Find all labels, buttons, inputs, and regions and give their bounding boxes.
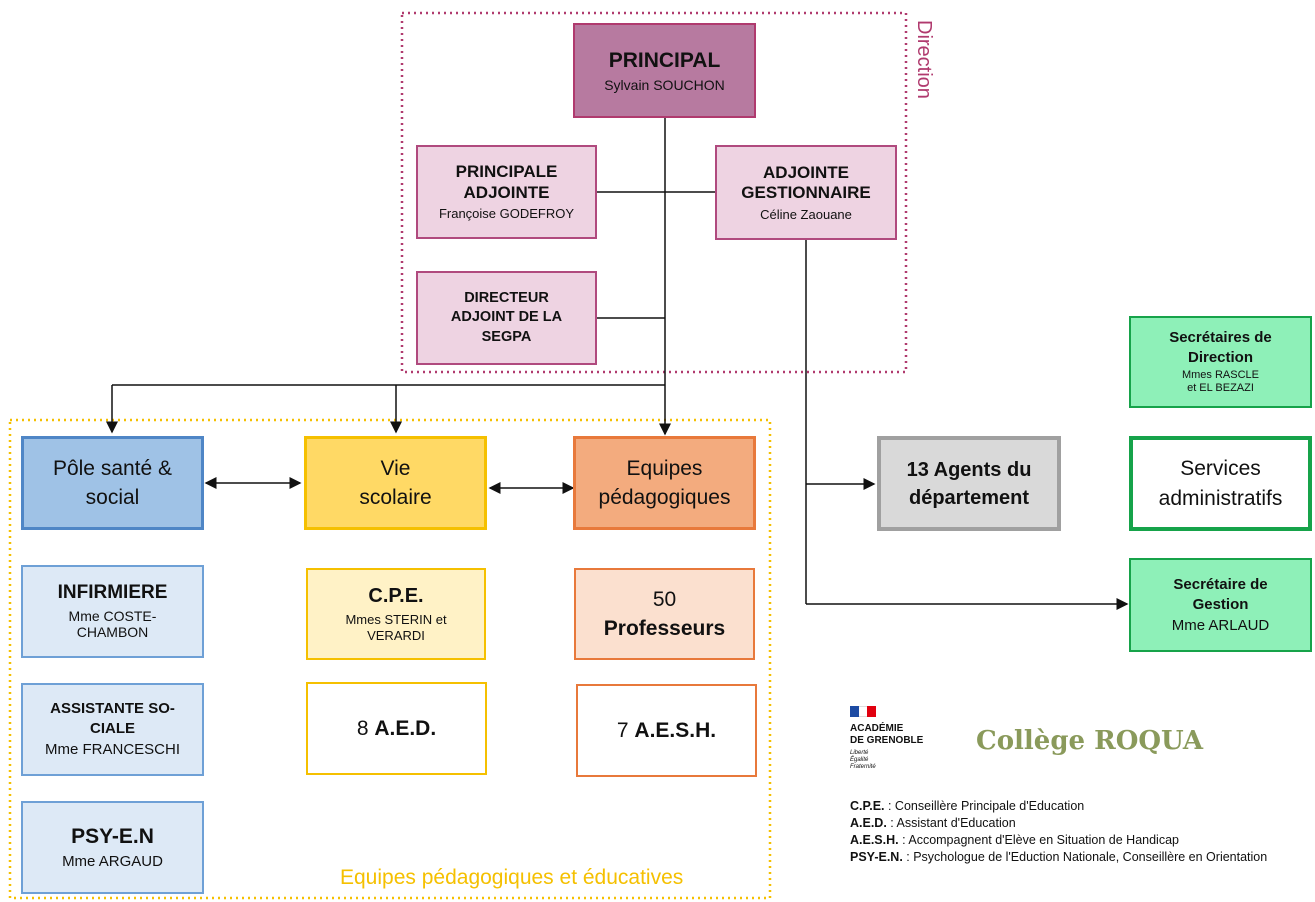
professeurs-count: 50 [652,587,677,611]
principal-name: Sylvain SOUCHON [604,76,725,93]
aed-text: 8 A.E.D. [357,716,436,741]
aed-box: 8 A.E.D. [306,682,487,775]
agents-box: 13 Agents du département [877,436,1061,531]
secretaire-gestion-line2: Gestion [1192,595,1249,613]
aesh-box: 7 A.E.S.H. [576,684,757,777]
infirmiere-name1: Mme COSTE- [68,607,157,624]
secretaire-gestion-name: Mme ARLAUD [1171,616,1270,634]
assistante-sociale-name: Mme FRANCESCHI [44,741,180,758]
directeur-segpa-box: DIRECTEUR ADJOINT DE LA SEGPA [416,271,597,365]
vie-scolaire-box: Vie scolaire [304,436,487,530]
vie-scolaire-line1: Vie [380,456,411,480]
principal-box: PRINCIPAL Sylvain SOUCHON [573,23,756,118]
agents-line1: 13 Agents du [906,458,1032,481]
aesh-label: A.E.S.H. [634,718,717,742]
adjointe-gestionnaire-box: ADJOINTE GESTIONNAIRE Céline Zaouane [715,145,897,240]
aed-label: A.E.D. [374,716,437,740]
college-logo: Collège ROQUA [976,726,1204,756]
secretaires-direction-box: Secrétaires de Direction Mmes RASCLE et … [1129,316,1312,408]
principale-adjointe-box: PRINCIPALE ADJOINTE Françoise GODEFROY [416,145,597,239]
academie-motto1: Liberté [850,750,869,756]
secretaires-direction-name2: et EL BEZAZI [1187,382,1254,394]
glossary-item: A.E.D. : Assistant d'Education [850,816,1016,830]
agents-line2: département [908,486,1030,509]
equipes-group-border [8,418,772,900]
principal-title: PRINCIPAL [608,48,721,72]
services-admin-line2: administratifs [1158,486,1283,510]
glossary-item: C.P.E. : Conseillère Principale d'Educat… [850,799,1085,813]
adjointe-gestionnaire-title2: GESTIONNAIRE [741,183,871,203]
equipes-peda-line1: Equipes [626,456,703,480]
academie-logo: ACADÉMIE DE GRENOBLE Liberté Égalité Fra… [850,706,960,776]
flag-icon [850,706,877,717]
cpe-name2: VERARDI [367,628,425,643]
directeur-segpa-line2: ADJOINT DE LA [450,309,563,326]
glossary-item: PSY-E.N. : Psychologue de l'Eduction Nat… [850,850,1268,864]
glossary: C.P.E. : Conseillère Principale d'Educat… [850,798,1315,866]
services-admin-line1: Services [1180,457,1261,481]
principale-adjointe-name: Françoise GODEFROY [438,206,575,222]
assistante-sociale-box: ASSISTANTE SO- CIALE Mme FRANCESCHI [21,683,204,776]
cpe-name1: Mmes STERIN et [345,612,447,628]
professeurs-box: 50 Professeurs [574,568,755,660]
psy-en-title: PSY-E.N [71,824,154,848]
equipes-peda-box: Equipes pédagogiques [573,436,756,530]
pole-sante-line2: social [85,486,140,509]
principale-adjointe-title2: ADJOINTE [463,182,550,202]
vie-scolaire-line2: scolaire [359,486,432,509]
directeur-segpa-line3: SEGPA [481,328,532,345]
direction-group-border [400,11,908,374]
psy-en-box: PSY-E.N Mme ARGAUD [21,801,204,894]
infirmiere-box: INFIRMIERE Mme COSTE- CHAMBON [21,565,204,658]
directeur-segpa-line1: DIRECTEUR [464,289,549,306]
assistante-sociale-title1: ASSISTANTE SO- [50,700,175,717]
principale-adjointe-title: PRINCIPALE [455,162,558,182]
secretaires-direction-line2: Direction [1187,348,1253,366]
secretaires-direction-line1: Secrétaires de [1169,328,1272,346]
glossary-item: A.E.S.H. : Accompagnent d'Elève en Situa… [850,833,1179,847]
infirmiere-name2: CHAMBON [76,624,149,641]
services-admin-box: Services administratifs [1129,436,1312,531]
cpe-title: C.P.E. [368,585,424,608]
psy-en-name: Mme ARGAUD [62,853,163,871]
direction-label: Direction [913,20,935,99]
academie-line2: DE GRENOBLE [850,735,924,746]
assistante-sociale-title2: CIALE [90,720,135,737]
academie-line1: ACADÉMIE [850,723,904,734]
pole-sante-box: Pôle santé & social [21,436,204,530]
cpe-box: C.P.E. Mmes STERIN et VERARDI [306,568,486,660]
adjointe-gestionnaire-name: Céline Zaouane [760,206,852,222]
secretaire-gestion-line1: Secrétaire de [1173,575,1268,593]
infirmiere-title: INFIRMIERE [57,581,168,603]
academie-motto3: Fraternité [850,764,876,770]
adjointe-gestionnaire-title: ADJOINTE [763,162,849,182]
professeurs-label: Professeurs [603,617,726,640]
aesh-count: 7 [616,718,629,742]
equipes-label: Equipes pédagogiques et éducatives [340,866,684,889]
aed-count: 8 [356,716,369,740]
secretaires-direction-name1: Mmes RASCLE [1181,368,1260,381]
equipes-peda-line2: pédagogiques [598,486,731,509]
pole-sante-line1: Pôle santé & [52,456,173,480]
aesh-text: 7 A.E.S.H. [617,718,716,743]
academie-motto2: Égalité [850,757,869,763]
secretaire-gestion-box: Secrétaire de Gestion Mme ARLAUD [1129,558,1312,652]
